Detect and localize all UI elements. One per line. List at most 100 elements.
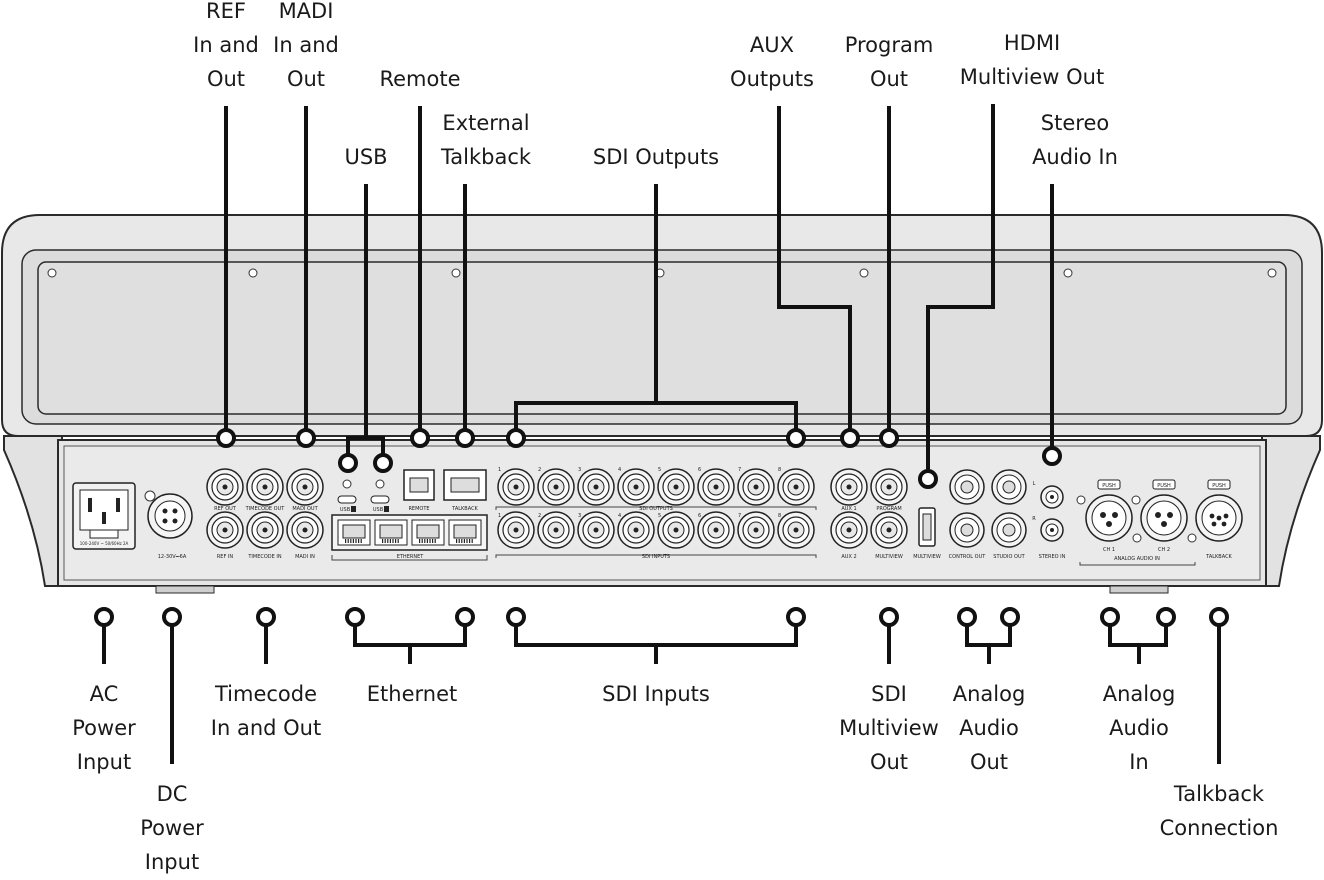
dc-power-connector: 12-30V⎓6A [144, 490, 193, 560]
aux2-bnc [830, 511, 868, 549]
xlr-connector: PUSH [1195, 479, 1243, 542]
sdi-input-bnc [537, 511, 575, 549]
ac-power-socket: 100-240V ~ 50/60Hz 2A [72, 482, 136, 550]
sdi-input-number: 8 [778, 513, 781, 519]
ref-in-label: REF IN [217, 554, 234, 560]
sdi-output-number: 3 [578, 467, 581, 473]
stereo-in-label: STEREO IN [1039, 554, 1066, 560]
control-out-label: CONTROL OUT [949, 554, 987, 560]
sdi-output-bnc [777, 468, 815, 506]
timecode-out-label: TIMECODE OUT [245, 506, 286, 512]
label-usb: USB [344, 145, 388, 169]
remote-label: REMOTE [408, 506, 429, 512]
aux1-label: AUX 1 [841, 506, 856, 512]
analog-out-jacks: CONTROL OUT STUDIO OUT L R [949, 469, 1036, 560]
sdi-input-bnc [777, 511, 815, 549]
sdi-output-bnc [497, 468, 535, 506]
callout-lines-bottom [102, 625, 1221, 764]
bnc-top-3 [286, 468, 324, 506]
callout-lines-top [224, 104, 1054, 472]
program-bnc [870, 468, 908, 506]
sdi-input-bnc [497, 511, 535, 549]
ethernet-port [448, 519, 482, 546]
bnc-top-1 [206, 468, 244, 506]
trs-jack [991, 512, 1027, 548]
sdi-output-bnc [657, 468, 695, 506]
ethernet-port [411, 519, 445, 546]
label-analog-audio-out: Analog Audio Out [952, 682, 1026, 774]
ac-rating-label: 100-240V ~ 50/60Hz 2A [80, 541, 129, 546]
label-sdi-multiview-out: SDI Multiview Out [839, 682, 939, 774]
stereo-in-rca: STEREO IN [1039, 485, 1066, 560]
label-remote: Remote [379, 67, 461, 91]
aux2-label: AUX 2 [841, 554, 856, 560]
xlr-connector: PUSH [1131, 479, 1197, 543]
trs-jack [991, 469, 1027, 505]
bnc-bottom-1 [206, 511, 244, 549]
usb-a-label: USB [340, 507, 351, 513]
ethernet-label: ETHERNET [397, 554, 425, 560]
xlr-connector: PUSH [1076, 479, 1142, 543]
ref-tc-madi-labels: REF OUT TIMECODE OUT MADI OUT REF IN TIM… [214, 506, 318, 560]
label-ethernet: Ethernet [366, 682, 458, 706]
trs-jack [949, 469, 985, 505]
sdi-input-number: 6 [698, 513, 701, 519]
sdi-input-number: 7 [738, 513, 741, 519]
dc-rating-label: 12-30V⎓6A [158, 554, 187, 560]
label-sdi-outputs: SDI Outputs [592, 145, 720, 169]
multiview-bnc [870, 511, 908, 549]
trs-jack [949, 512, 985, 548]
right-channel-label: R [1032, 516, 1036, 522]
sdi-input-bnc [657, 511, 695, 549]
talkback-xlr-label: TALKBACK [1205, 554, 1232, 560]
sdi-output-number: 4 [618, 467, 621, 473]
sdi-output-bnc [617, 468, 655, 506]
sdi-group-labels: SDI OUTPUTS SDI INPUTS [495, 506, 817, 560]
timecode-in-label: TIMECODE IN [247, 554, 282, 560]
push-label: PUSH [1157, 483, 1171, 489]
program-label: PROGRAM [876, 506, 901, 512]
ref-out-label: REF OUT [214, 506, 237, 512]
label-sdi-inputs: SDI Inputs [602, 682, 710, 706]
hdmi-port: MULTIVIEW [913, 507, 941, 560]
sdi-input-bnc [577, 511, 615, 549]
push-label: PUSH [1102, 483, 1116, 489]
madi-in-label: MADI IN [295, 554, 315, 560]
multiview-hdmi-label: MULTIVIEW [913, 554, 941, 560]
sdi-input-bnc [697, 511, 735, 549]
sdi-input-number: 5 [658, 513, 661, 519]
sdi-input-number: 3 [578, 513, 581, 519]
label-ref-in-out: REF In and Out [193, 0, 259, 91]
callout-dots-bottom [94, 607, 1229, 627]
ch2-label: CH 2 [1158, 547, 1170, 553]
bnc-bottom-3 [286, 511, 324, 549]
label-analog-audio-in: Analog Audio In [1102, 682, 1176, 774]
label-madi-in-out: MADI In and Out [273, 0, 339, 91]
analog-audio-in-label: ANALOG AUDIO IN [1114, 556, 1160, 562]
label-dc-power-input: DC Power Input [140, 782, 204, 874]
sdi-output-number: 5 [658, 467, 661, 473]
remote-talkback-ports: REMOTE TALKBACK [403, 469, 487, 512]
sdi-output-number: 6 [698, 467, 701, 473]
sdi-output-bnc [537, 468, 575, 506]
sdi-output-number: 2 [538, 467, 541, 473]
sdi-outputs-panel-label: SDI OUTPUTS [639, 506, 673, 512]
madi-out-label: MADI OUT [292, 506, 318, 512]
sdi-output-bnc [697, 468, 735, 506]
label-aux-outputs: AUX Outputs [730, 33, 814, 91]
sdi-output-number: 7 [738, 467, 741, 473]
sdi-output-number: 8 [778, 467, 781, 473]
studio-out-label: STUDIO OUT [993, 554, 1025, 560]
sdi-input-bnc [737, 511, 775, 549]
bnc-top-2 [246, 468, 284, 506]
aux-program-labels: AUX 1 PROGRAM AUX 2 MULTIVIEW [841, 506, 902, 560]
sdi-input-number: 1 [498, 513, 501, 519]
sdi-input-bnc [617, 511, 655, 549]
aux1-bnc [830, 468, 868, 506]
usb-ports: USB USB [337, 479, 390, 513]
sdi-input-number: 2 [538, 513, 541, 519]
label-talkback-connection: Talkback Connection [1159, 782, 1279, 840]
